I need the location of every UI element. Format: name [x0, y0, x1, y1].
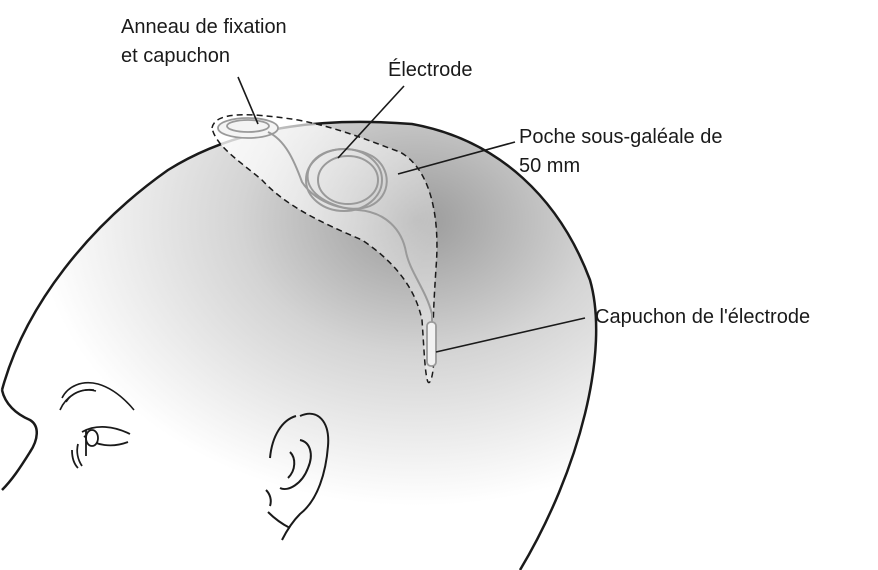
- lead-cap: [427, 322, 436, 366]
- anchor-ring: [218, 118, 278, 138]
- label-anchor-ring-line2: et capuchon: [121, 45, 230, 67]
- label-pocket-line2: 50 mm: [519, 155, 580, 177]
- label-electrode: Électrode: [388, 58, 473, 81]
- label-pocket: Poche sous-galéale de: [519, 126, 722, 148]
- label-anchor-ring: Anneau de fixation: [121, 16, 287, 38]
- label-lead-cap: Capuchon de l'électrode: [595, 306, 810, 328]
